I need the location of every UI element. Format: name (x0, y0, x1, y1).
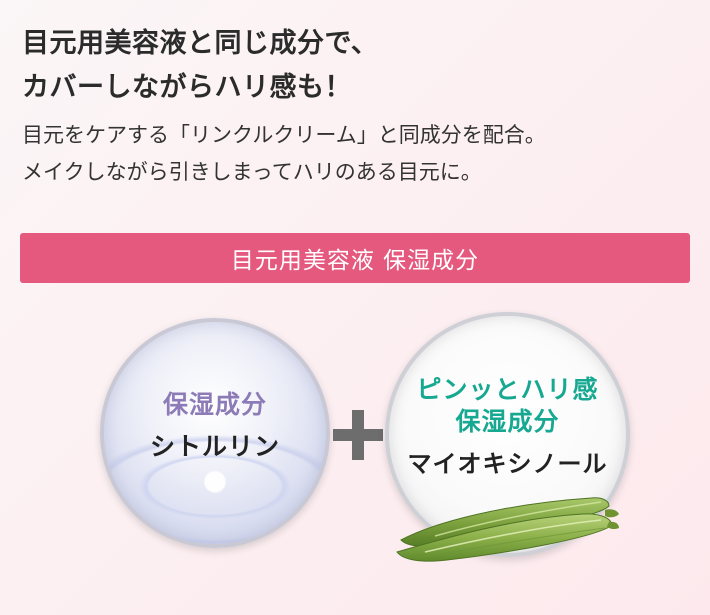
right-ingredient-name: マイオキシノール (407, 450, 608, 478)
plus-icon (333, 410, 383, 460)
ingredients-banner: 目元用美容液 保湿成分 (20, 233, 690, 283)
okra-image (396, 497, 619, 562)
headline: 目元用美容液と同じ成分で、 カバーしながらハリ感も！ (22, 22, 378, 110)
banner-label: 目元用美容液 保湿成分 (230, 248, 480, 274)
left-category-label: 保湿成分 (162, 390, 267, 419)
right-category-label: 保湿成分 (455, 407, 560, 436)
description: 目元をケアする「リンクルクリーム」と同成分を配合。 メイクしながら引きしまってハ… (22, 117, 546, 191)
citrulline-circle: 保湿成分 シトルリン (100, 318, 330, 548)
right-tagline: ピンッとハリ感 (416, 375, 599, 404)
description-line-2: メイクしながら引きしまってハリのある目元に。 (22, 160, 482, 184)
left-ingredient-name: シトルリン (149, 432, 280, 461)
description-line-1: 目元をケアする「リンクルクリーム」と同成分を配合。 (22, 123, 546, 147)
headline-line-2: カバーしながらハリ感も！ (22, 72, 352, 103)
headline-line-1: 目元用美容液と同じ成分で、 (22, 28, 379, 59)
